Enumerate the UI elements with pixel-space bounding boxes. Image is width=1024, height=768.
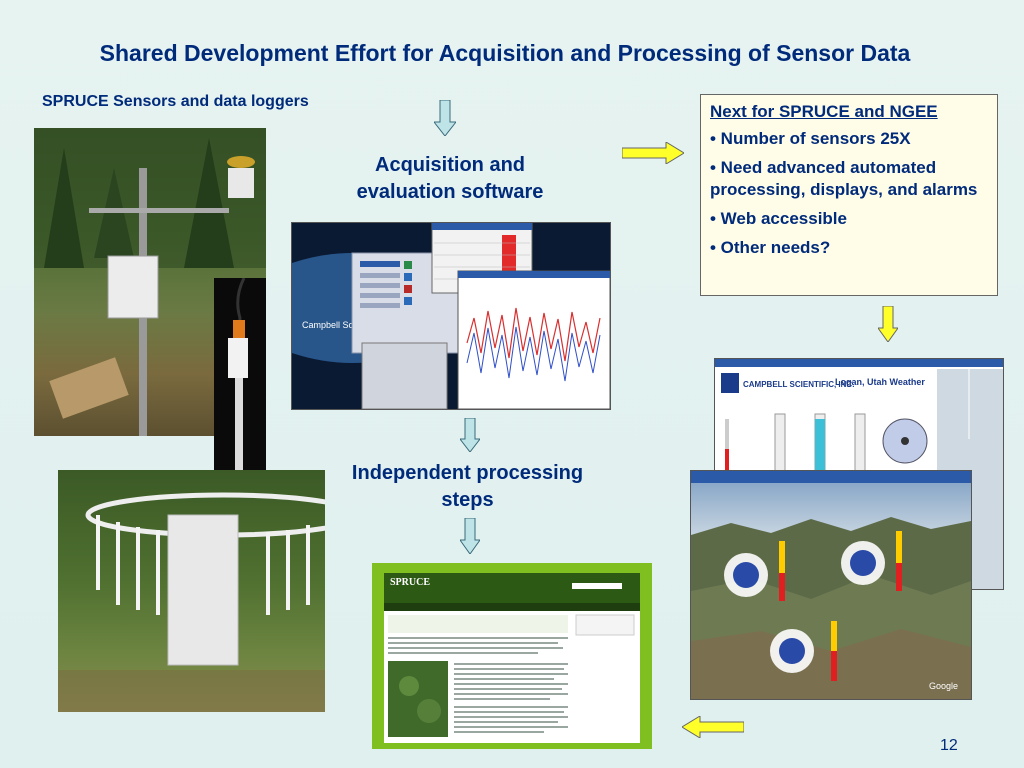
left-arrow-icon bbox=[682, 716, 744, 738]
down-arrow-icon bbox=[460, 418, 480, 452]
probe-sensor-photo bbox=[214, 278, 266, 492]
acquisition-caption-line1: Acquisition and bbox=[375, 154, 525, 176]
spruce-website-screenshot: SPRUCE bbox=[372, 563, 652, 749]
processing-caption-line2: steps bbox=[441, 489, 494, 511]
software-brand-text: Campbell Scientific bbox=[302, 320, 379, 330]
next-steps-heading: Next for SPRUCE and NGEE bbox=[710, 102, 938, 121]
next-steps-item: • Web accessible bbox=[710, 209, 847, 228]
map-overlay-screenshot: Google bbox=[690, 470, 972, 700]
processing-caption: Independent processing steps bbox=[330, 460, 605, 514]
down-arrow-icon bbox=[434, 100, 456, 136]
website-title-text: SPRUCE bbox=[390, 577, 431, 588]
processing-caption-line1: Independent processing bbox=[351, 462, 584, 484]
next-steps-item: • Other needs? bbox=[710, 238, 831, 257]
next-steps-item: • Need advanced automated processing, di… bbox=[710, 158, 978, 199]
acquisition-caption: Acquisition and evaluation software bbox=[330, 152, 570, 206]
right-arrow-icon bbox=[622, 142, 684, 164]
next-steps-box: Next for SPRUCE and NGEE • Number of sen… bbox=[700, 94, 998, 296]
down-arrow-icon bbox=[460, 518, 480, 554]
weather-company-text: CAMPBELL SCIENTIFIC, INC. bbox=[743, 380, 854, 389]
next-steps-item: • Number of sensors 25X bbox=[710, 129, 911, 148]
down-arrow-icon bbox=[878, 306, 898, 342]
sensors-label: SPRUCE Sensors and data loggers bbox=[42, 93, 309, 110]
instrument-ring-photo bbox=[58, 470, 325, 712]
acquisition-caption-line2: evaluation software bbox=[356, 181, 544, 203]
page-number: 12 bbox=[940, 737, 958, 754]
map-brand-text: Google bbox=[929, 681, 958, 691]
acquisition-software-screenshot: Campbell Scientific bbox=[291, 222, 611, 410]
slide-title: Shared Development Effort for Acquisitio… bbox=[99, 40, 911, 66]
weather-location-text: Logan, Utah Weather bbox=[835, 377, 925, 387]
